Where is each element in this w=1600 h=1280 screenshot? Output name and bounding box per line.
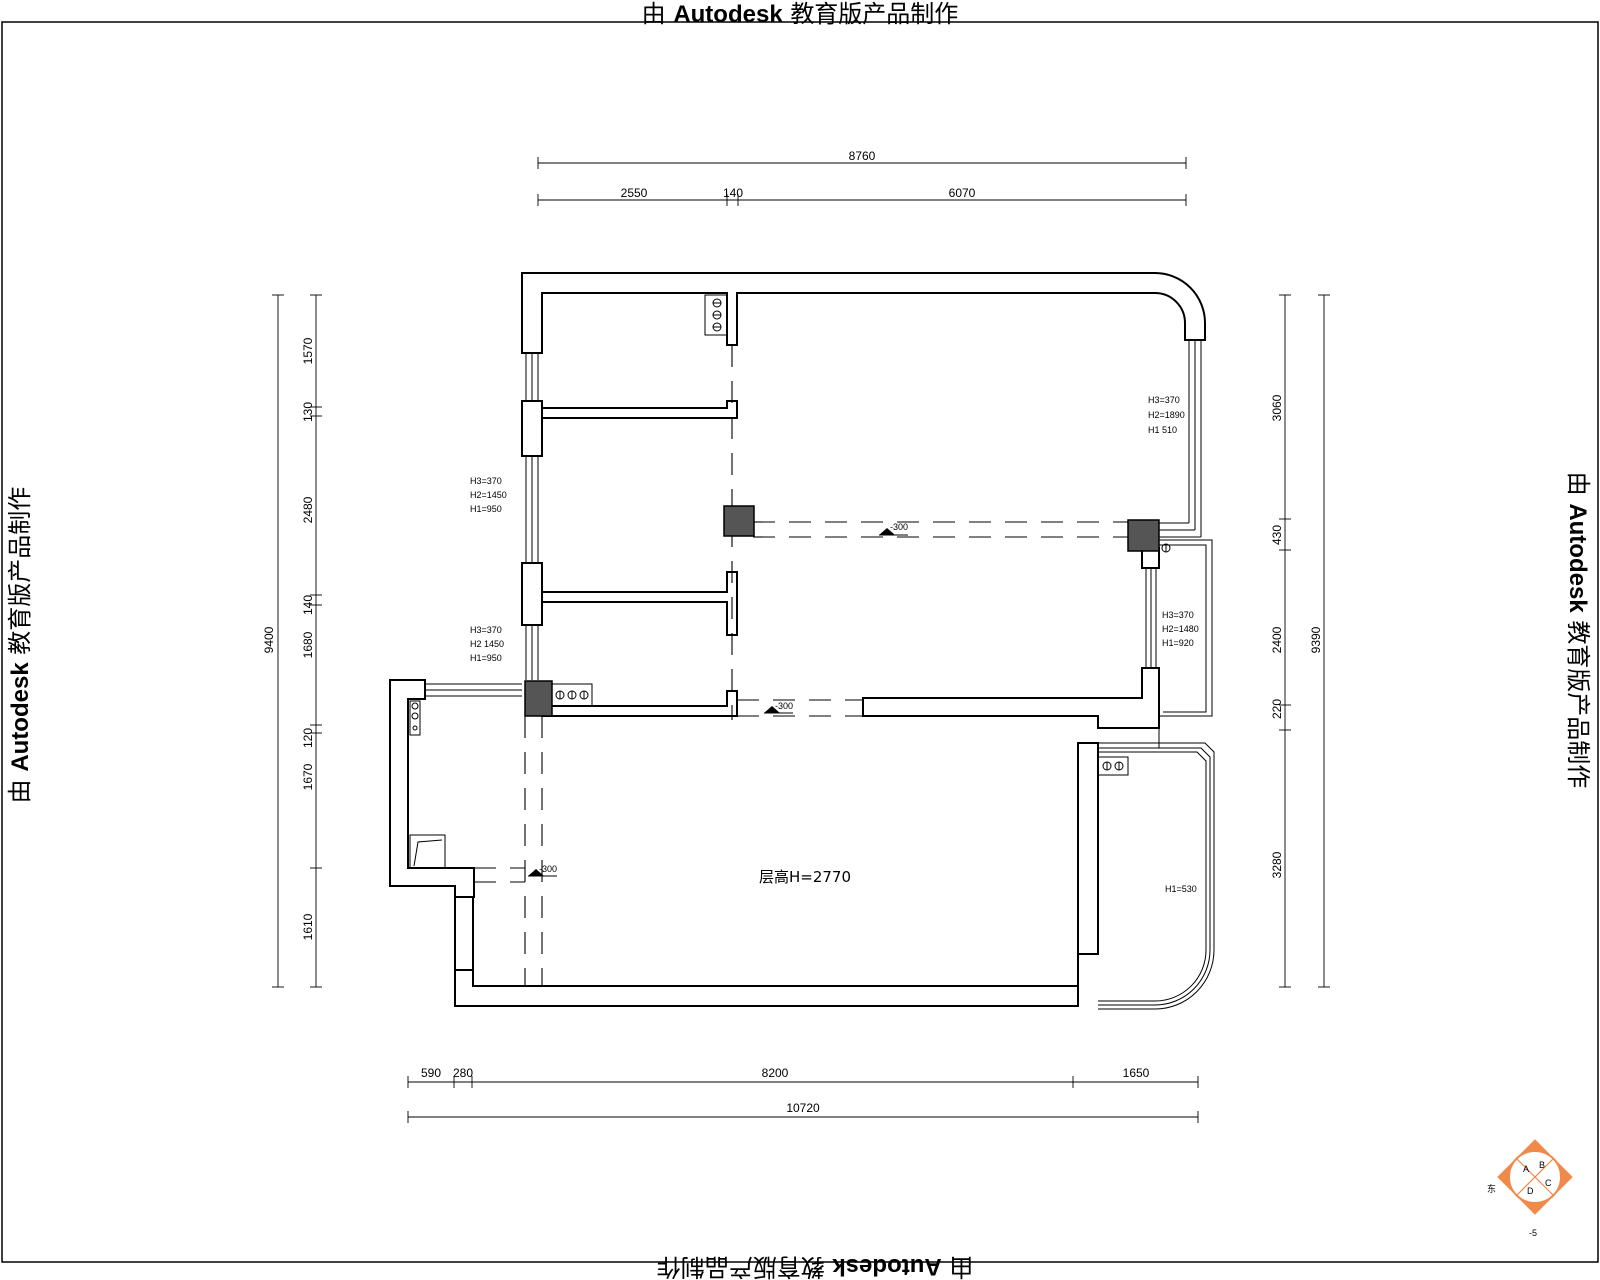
partition-middle [541, 571, 738, 636]
dim-left-seg-5: 1680 [301, 631, 315, 658]
note-left-upper-1: H3=370 [470, 476, 502, 486]
dim-bottom-seg-4: 1650 [1123, 1066, 1150, 1080]
window-west-middle [525, 456, 539, 563]
note-right-middle-3: H1=920 [1162, 638, 1194, 648]
compass-side-mark: 东 [1487, 1183, 1496, 1194]
beams [474, 345, 1128, 986]
dim-top-total: 8760 [849, 149, 876, 163]
left-dimensions: 9400 1570 130 2480 140 1680 120 1670 161… [262, 294, 322, 988]
wall-left-1 [521, 400, 543, 457]
dim-right-seg-2: 430 [1270, 525, 1284, 545]
wall-left-2 [521, 562, 543, 626]
note-right-lower-1: H1=530 [1165, 884, 1197, 894]
dim-right-seg-4: 220 [1270, 699, 1284, 719]
dim-left-seg-1: 1570 [301, 337, 315, 364]
watermark-left: 由 Autodesk 教育版产品制作 [6, 487, 34, 804]
note-left-lower-3: H1=950 [470, 653, 502, 663]
watermark-right: 由 Autodesk 教育版产品制作 [1564, 472, 1592, 789]
kitchen-appliance [409, 834, 446, 869]
window-west-upper [525, 353, 539, 401]
dim-right-total: 9390 [1309, 626, 1323, 653]
dim-left-seg-3: 2480 [301, 496, 315, 523]
window-east-upper [1159, 340, 1202, 538]
floor-plan-walls [389, 272, 1206, 1007]
note-left-lower-2: H2 1450 [470, 639, 504, 649]
socket-group-east [1097, 756, 1129, 776]
dim-left-total: 9400 [262, 626, 276, 653]
svg-text:由 Autodesk 教育版产品制作: 由 Autodesk 教育版产品制作 [657, 1253, 974, 1280]
dim-top-seg-3: 6070 [949, 186, 976, 200]
kitchen-small-fixtures [409, 700, 421, 736]
svg-text:由 Autodesk 教育版产品制作: 由 Autodesk 教育版产品制作 [642, 0, 959, 28]
compass-letter-b: B [1539, 1160, 1545, 1170]
top-dimensions: 8760 2550 140 6070 [537, 149, 1187, 206]
windows [425, 340, 1215, 1010]
dim-left-seg-7: 1670 [301, 763, 315, 790]
note-right-upper-1: H3=370 [1148, 395, 1180, 405]
dim-right-seg-3: 2400 [1270, 626, 1284, 653]
wall-top [521, 272, 1206, 354]
note-right-middle-1: H3=370 [1162, 610, 1194, 620]
balcony-enclosure [1098, 539, 1215, 1010]
note-right-upper-2: H2=1890 [1148, 410, 1185, 420]
dim-right-seg-1: 3060 [1270, 394, 1284, 421]
socket-group-north [704, 294, 728, 336]
fixtures [409, 294, 1171, 869]
dim-bottom-seg-1: 590 [421, 1066, 441, 1080]
note-left-upper-3: H1=950 [470, 504, 502, 514]
partition-upper [541, 400, 738, 419]
note-right-middle-2: H2=1480 [1162, 624, 1199, 634]
bottom-dimensions: 590 280 8200 1650 10720 [407, 1066, 1199, 1123]
wall-kitchen-outer [389, 679, 475, 898]
window-west-lower [525, 625, 539, 680]
column-center [723, 505, 755, 537]
svg-text:由 Autodesk 教育版产品制作: 由 Autodesk 教育版产品制作 [6, 487, 34, 804]
dim-bottom-seg-2: 280 [453, 1066, 473, 1080]
socket-single-east [1161, 543, 1171, 553]
partition-kitchen [541, 690, 738, 717]
compass-letter-d: D [1527, 1186, 1534, 1196]
svg-text:由 Autodesk 教育版产品制作: 由 Autodesk 教育版产品制作 [1564, 472, 1592, 789]
window-kitchen-north [425, 683, 522, 697]
column-west [524, 680, 553, 717]
dim-left-seg-6: 120 [301, 728, 315, 748]
dim-bottom-seg-3: 8200 [762, 1066, 789, 1080]
room-height-label: 层高H=2770 [759, 868, 851, 886]
wall-kitchen-south [454, 896, 474, 971]
dim-left-seg-4: 140 [301, 595, 315, 615]
window-east-middle [1145, 568, 1157, 668]
dim-top-seg-2: 140 [723, 186, 743, 200]
watermark-top: 由 Autodesk 教育版产品制作 [642, 0, 959, 28]
dim-right-seg-5: 3280 [1270, 851, 1284, 878]
watermark-bottom: 由 Autodesk 教育版产品制作 [657, 1253, 974, 1280]
note-left-upper-2: H2=1450 [470, 490, 507, 500]
compass-letter-c: C [1545, 1178, 1552, 1188]
window-notes: H3=370 H2=1450 H1=950 H3=370 H2 1450 H1=… [470, 395, 1199, 894]
beam-label-center: -300 [890, 522, 908, 532]
wall-middle-east [862, 667, 1160, 729]
beam-label-lower: -300 [775, 701, 793, 711]
note-left-lower-1: H3=370 [470, 625, 502, 635]
compass-bottom-mark: -5 [1529, 1228, 1537, 1238]
compass-letter-a: A [1523, 1164, 1529, 1174]
dim-bottom-total: 10720 [786, 1101, 820, 1115]
dim-left-seg-8: 1610 [301, 913, 315, 940]
right-dimensions: 3060 430 2400 220 3280 9390 [1270, 294, 1330, 988]
note-right-upper-3: H1 510 [1148, 425, 1177, 435]
beam-labels: -300 -300 -300 [528, 522, 908, 877]
socket-group-kitchen [551, 683, 593, 707]
dim-top-seg-1: 2550 [621, 186, 648, 200]
compass-icon: A B C D 东 -5 [1487, 1139, 1573, 1238]
column-east [1127, 519, 1160, 552]
beam-label-left: -300 [539, 864, 557, 874]
drawing-frame [1, 21, 1599, 1263]
dim-left-seg-2: 130 [301, 402, 315, 422]
